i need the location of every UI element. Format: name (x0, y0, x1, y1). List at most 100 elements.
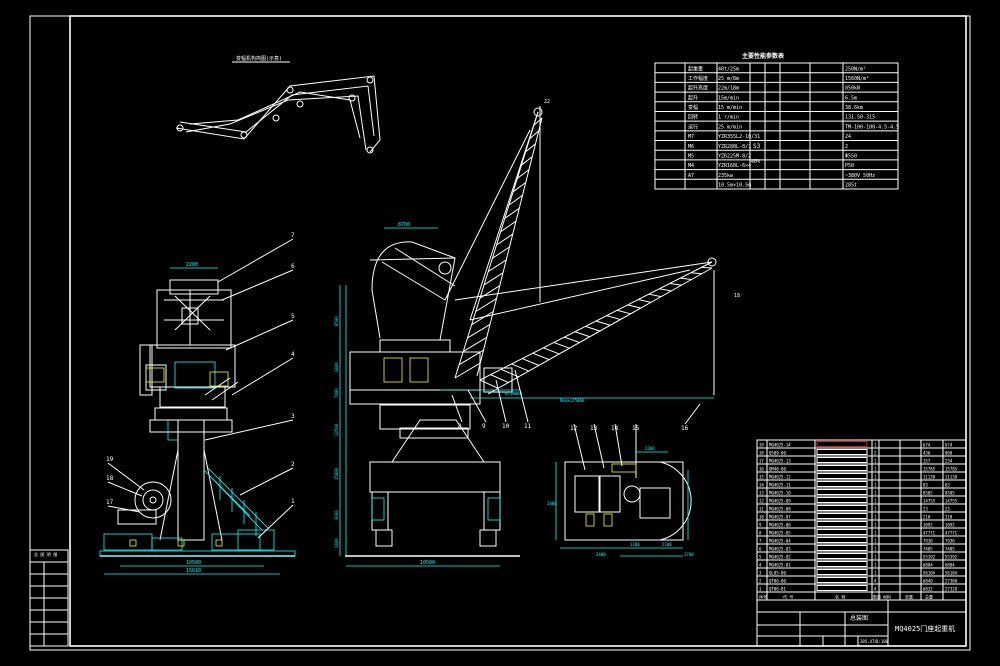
callout-label: 7 (291, 232, 295, 239)
parts-header-cell: 序号 (759, 593, 767, 599)
parts-row-unit: 14755 (923, 498, 936, 503)
parts-row-no: 18 (759, 450, 764, 455)
parts-row-qty: 1 (874, 474, 877, 479)
parts-row-no: 10 (759, 514, 764, 519)
parts-row-total: 6804 (945, 562, 955, 567)
mark-right: 18 (734, 293, 740, 299)
callout-label: 9 (482, 423, 486, 430)
parts-row-unit: 7485 (923, 546, 933, 551)
param-right-value: TM-100-100-4.5-4.5 (845, 124, 899, 130)
side-table-header: 总 图 明 细 (34, 551, 57, 557)
parts-row-total: 27360 (945, 578, 958, 583)
param-mid-label: 40% (751, 159, 760, 165)
param-right-value: 250N/m² (845, 66, 866, 72)
parts-row-no: 4 (759, 562, 762, 567)
param-left-label: 起升高度 (688, 85, 708, 92)
parts-row-code: MQ4025-01 (769, 562, 791, 567)
parts-row-unit: 23 (923, 506, 928, 511)
dim-plan-a: 2200 (645, 446, 655, 451)
callout-label: 6 (291, 263, 295, 270)
callout-label: 1 (291, 498, 295, 505)
param-right-value: 285t (845, 183, 857, 189)
dim-radius: R=10000 (505, 391, 522, 396)
title-scale: 1:100 (876, 639, 889, 644)
param-left-label: M5 (688, 154, 694, 160)
parts-row-qty: 1 (874, 570, 877, 575)
parts-row-total: 8505 (945, 490, 955, 495)
param-left-label: M4 (688, 163, 694, 169)
parts-row-total: 83 (945, 482, 950, 487)
callout-label: 2 (291, 461, 295, 468)
param-right-value: 850kN (845, 86, 860, 92)
param-left-value: 15m/min (718, 95, 739, 101)
params-table-header: 主要性能参数表 (742, 52, 785, 60)
parts-row-code: MQ4025-12 (769, 474, 791, 479)
parts-row-unit: 6832 (923, 586, 933, 591)
parts-row-qty: 4 (874, 578, 877, 583)
param-left-value: 15 m/min (718, 105, 742, 111)
callout-label: 16 (681, 425, 689, 432)
param-left-value: 22m/18m (718, 86, 739, 92)
param-right-value: 2 (845, 144, 848, 150)
dim-plan-f: 2800 (547, 501, 557, 506)
parts-row-unit: 56104 (923, 570, 936, 575)
parts-row-code: MQ4025-04 (769, 538, 791, 543)
parts-row-total: 56104 (945, 570, 958, 575)
parts-row-code: MQ4025-14 (769, 442, 791, 447)
param-right-value: 131.50-315 (845, 115, 875, 121)
param-left-label: 运行 (688, 123, 698, 130)
param-left-label: 回转 (688, 114, 698, 121)
title-block: MQ4025门座起重机 总装图 285.474 1:100 (756, 599, 967, 647)
parts-row-qty: 1 (874, 498, 877, 503)
dim-radius-max: Rmax=25000 (560, 398, 585, 403)
callout-label: 17 (106, 499, 114, 506)
parts-row-total: 23 (945, 506, 950, 511)
param-left-value: 25 m/8m (718, 76, 739, 82)
parts-row-total: 234 (945, 458, 953, 463)
dim-plan-c: 2400 (596, 552, 606, 557)
callout-label: 12 (570, 425, 578, 432)
parts-row-unit: 674 (923, 442, 931, 447)
parts-row-no: 2 (759, 578, 762, 583)
boom-inset-label: 变幅机构简图(示意) (236, 55, 282, 62)
parts-row-code: MQ4025-08 (769, 506, 791, 511)
elevation-label: 3400 (334, 362, 339, 372)
parts-row-total: 47771 (945, 530, 958, 535)
parts-row-total: 210 (945, 514, 953, 519)
elevation-label: 15800 (334, 467, 339, 480)
parts-row-unit: 55392 (923, 554, 936, 559)
param-left-label: M7 (688, 134, 694, 140)
parts-row-unit: 436 (923, 450, 931, 455)
param-left-value: 40t/25m (718, 66, 739, 72)
callout-label: 19 (106, 456, 114, 463)
dim-front-top: 2200 (186, 262, 198, 268)
parts-row-unit: 11138 (923, 474, 936, 479)
param-right-value: Φ550 (845, 154, 857, 160)
parts-row-total: 15785 (945, 466, 958, 471)
param-left-label: A7 (688, 173, 694, 179)
parts-row-qty: 1 (874, 482, 877, 487)
parts-row-qty: 2 (874, 450, 877, 455)
dim-plan-e: 1100 (630, 542, 640, 547)
param-left-value: YZR280L-8/1 (718, 144, 751, 150)
param-left-value: 25 m/min (718, 124, 742, 130)
side-view: 22 18 R=10000 Rmax=25000 10500 8700 8500… (334, 99, 740, 567)
parts-row-qty: 1 (874, 442, 877, 447)
dim-side-top: 8700 (398, 222, 410, 228)
plan-view: 2200 2100 2400 1700 1100 2800 (547, 446, 694, 557)
param-left-value: YZR225M-8/2 (718, 154, 751, 160)
elevation-label: 8500 (334, 316, 339, 326)
parts-row-no: 15 (759, 474, 764, 479)
parts-row-no: 16 (759, 466, 764, 471)
callout-label: 18 (106, 475, 114, 482)
parts-row-no: 13 (759, 490, 764, 495)
dim-plan-b: 2100 (662, 542, 672, 547)
parts-row-unit: 7930 (923, 538, 933, 543)
parts-row-total: 11138 (945, 474, 958, 479)
parts-row-unit: 1092 (923, 522, 933, 527)
callout-label: 3 (291, 413, 295, 420)
parts-row-no: 9 (759, 522, 762, 527)
callout-label: 13 (590, 425, 598, 432)
